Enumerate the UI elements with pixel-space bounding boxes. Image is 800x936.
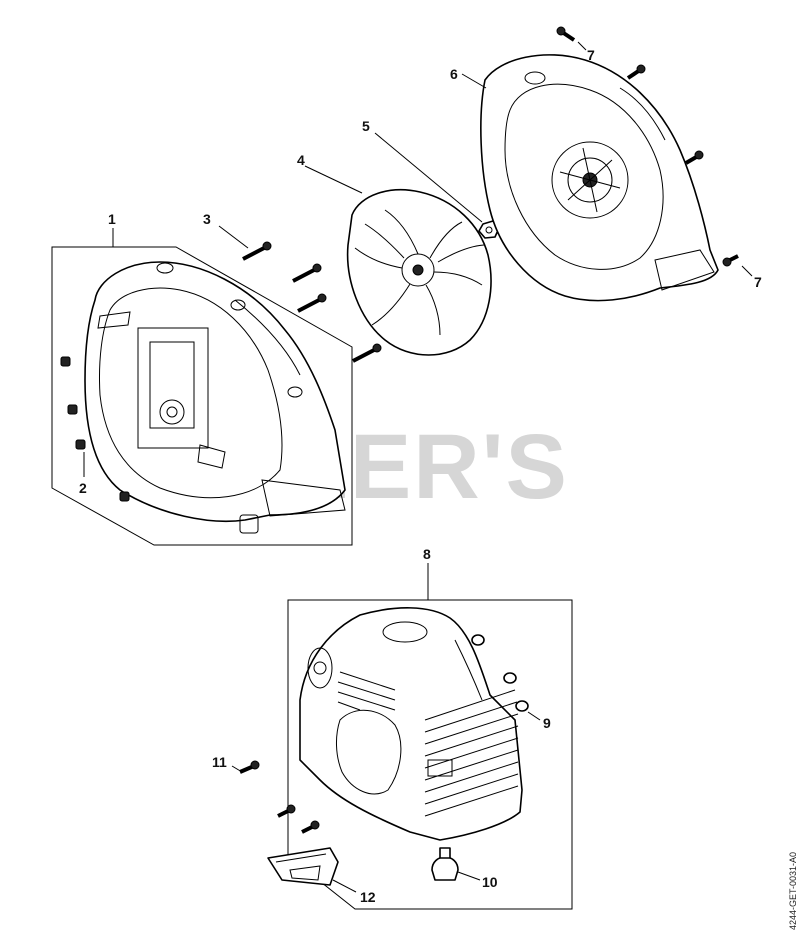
callout-2: 2	[79, 480, 87, 496]
callout-6: 6	[450, 66, 458, 82]
plate-part-12[interactable]	[267, 847, 339, 886]
figure-code: 4244-GET-0031-A0	[788, 852, 798, 930]
fan-wheel-part[interactable]	[346, 188, 492, 356]
callout-3: 3	[203, 211, 211, 227]
nut-part-2[interactable]	[60, 356, 130, 502]
group-frame-8	[287, 599, 573, 910]
grommet-part-9[interactable]	[471, 634, 529, 712]
blower-cover-part[interactable]	[480, 54, 719, 302]
screw-part-11[interactable]	[239, 760, 320, 834]
fan-housing-part[interactable]	[84, 261, 346, 534]
grommet-part-10[interactable]	[431, 847, 459, 881]
callout-10: 10	[482, 874, 498, 890]
callout-8: 8	[423, 546, 431, 562]
screw-part-7[interactable]	[556, 26, 739, 267]
shroud-part[interactable]	[299, 607, 523, 841]
group-frame-1	[51, 246, 353, 546]
callout-1: 1	[108, 211, 116, 227]
callout-7-right: 7	[754, 274, 762, 290]
screw-part-3[interactable]	[242, 241, 382, 363]
callout-9: 9	[543, 715, 551, 731]
callout-11: 11	[212, 754, 227, 770]
callout-12: 12	[360, 889, 376, 905]
callout-5: 5	[362, 118, 370, 134]
callout-7-top: 7	[587, 47, 595, 63]
callout-4: 4	[297, 152, 305, 168]
